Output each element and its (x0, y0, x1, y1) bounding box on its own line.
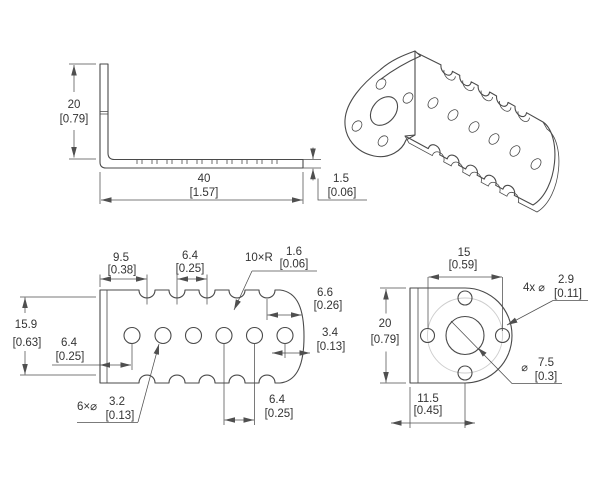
dim-end-height: 20 [0.79] (371, 287, 406, 384)
end-center-hole (445, 315, 485, 356)
end-center-hole-mm: 7.5 (538, 357, 554, 369)
side-height-in: [0.79] (60, 114, 89, 126)
dim-end-bolt-spacing: 15 [0.59] (427, 247, 503, 331)
flat-width-in: [0.63] (13, 337, 42, 349)
flat-hole-to-end-mm: 3.4 (322, 327, 339, 339)
end-height-in: [0.79] (371, 334, 400, 346)
side-length-in: [1.57] (190, 187, 219, 199)
iso-arm-face (404, 52, 556, 206)
end-mount-hole (457, 290, 473, 306)
flat-edge-to-hole-in: [0.25] (56, 351, 85, 363)
end-height-mm: 20 (379, 318, 392, 330)
end-mount-hole-in: [0.11] (554, 288, 582, 300)
flat-notch-to-end-mm: 6.6 (317, 287, 333, 299)
dim-side-height: 20 [0.79] (60, 63, 96, 160)
end-center-hole-in: [0.3] (535, 371, 557, 383)
flat-hole (154, 326, 172, 345)
dim-flat-hole-dia: 6×⌀ 3.2 [0.13] (77, 343, 160, 423)
side-view: 20 [0.79] 40 [1.57] 1.5 [0.06] (60, 63, 367, 204)
flat-view: 9.5 [0.38] 6.4 [0.25] 10×R 1.6 [0.06] 6.… (13, 246, 345, 425)
side-height-mm: 20 (68, 99, 81, 111)
flat-notch-radius-mm: 1.6 (286, 246, 302, 258)
flat-notch-pitch-in: [0.25] (176, 263, 205, 275)
flat-hole (184, 326, 203, 345)
iso-center-hole (369, 96, 399, 126)
iso-flange-face (344, 50, 416, 158)
flat-notch-radius-in: [0.06] (280, 259, 309, 271)
flat-notch-pitch-mm: 6.4 (182, 250, 199, 262)
side-profile-outline (99, 63, 304, 169)
end-center-hole-dia-symbol: ⌀ (521, 362, 528, 374)
flat-width-mm: 15.9 (15, 319, 37, 331)
side-length-mm: 40 (198, 173, 211, 185)
iso-flange-hole (402, 92, 414, 104)
flat-hole-dia-mm: 3.2 (109, 396, 125, 408)
dim-end-center-hole: ⌀ 7.5 [0.3] (450, 320, 562, 384)
iso-flange-thickness-edge (380, 50, 422, 80)
iso-notch-inner-walls (443, 69, 530, 122)
dim-end-mount-holes: 4x ⌀ 2.9 [0.11] (506, 274, 588, 326)
dim-flat-edge-to-hole: 6.4 [0.25] (52, 337, 133, 370)
dim-flat-notch-to-end: 6.6 [0.26] (266, 287, 343, 320)
end-bolt-circle (427, 297, 503, 374)
flat-hole-pitch-in: [0.25] (265, 408, 294, 420)
iso-arm-hole (488, 133, 500, 145)
dim-side-length: 40 [1.57] (99, 172, 304, 204)
flat-hole (123, 326, 141, 345)
flat-notch-radius-label: 10×R (245, 252, 273, 264)
dim-flat-notch-pitch: 6.4 [0.25] (176, 250, 208, 305)
side-bar-slot-ticks (136, 159, 278, 164)
flat-edge-to-notch-mm: 9.5 (113, 252, 129, 264)
flat-hole-pitch-mm: 6.4 (269, 394, 286, 406)
end-mount-hole (419, 327, 436, 344)
flat-hole (276, 326, 294, 345)
dim-flat-hole-to-end: 3.4 [0.13] (272, 327, 345, 358)
iso-flange-hole (375, 78, 387, 90)
flat-hole (245, 326, 264, 345)
flat-outline (99, 289, 305, 384)
iso-arm-hole (468, 121, 480, 133)
end-view: 15 [0.59] 20 [0.79] 4x ⌀ 2.9 [0.11] ⌀ 7.… (371, 247, 588, 428)
end-mount-hole-count: 4x (523, 282, 535, 294)
iso-arm-hole (447, 109, 459, 121)
iso-arm-hole (530, 158, 542, 170)
end-mount-hole (457, 365, 473, 381)
side-leg-slot-ticks (100, 111, 108, 115)
end-outline (409, 287, 513, 384)
flat-edge-to-notch-in: [0.38] (108, 265, 137, 277)
end-mount-hole-mm: 2.9 (558, 274, 574, 286)
iso-arm-thickness-rim (404, 121, 560, 213)
dim-flat-notch-radius: 10×R 1.6 [0.06] (233, 246, 317, 311)
flat-hole-dia-in: [0.13] (106, 410, 135, 422)
flat-hole (215, 326, 233, 345)
flat-hole-to-end-in: [0.13] (317, 341, 346, 353)
dim-flat-hole-pitch: 6.4 [0.25] (223, 344, 294, 425)
iso-flange-hole (377, 135, 389, 147)
side-thickness-in: [0.06] (328, 187, 357, 199)
dim-flat-width: 15.9 [0.63] (13, 296, 96, 376)
end-bolt-spacing-mm: 15 (458, 247, 471, 259)
flat-notch-to-end-in: [0.26] (314, 300, 343, 312)
iso-arm-hole (427, 97, 439, 109)
dim-side-thickness: 1.5 [0.06] (303, 147, 367, 201)
iso-arm-hole (509, 145, 521, 157)
iso-flange-hole (351, 120, 363, 132)
flat-hole-dia-label: 6×⌀ (77, 401, 97, 413)
end-center-offset-mm: 11.5 (417, 393, 439, 405)
iso-view (344, 50, 560, 213)
side-thickness-mm: 1.5 (333, 173, 349, 185)
end-center-offset-in: [0.45] (414, 405, 443, 417)
dim-end-center-offset: 11.5 [0.45] (391, 383, 475, 428)
flat-edge-to-hole-mm: 6.4 (61, 337, 78, 349)
end-mount-hole-dia-symbol: ⌀ (538, 282, 545, 294)
dim-flat-edge-to-notch: 9.5 [0.38] (99, 252, 148, 305)
end-bolt-spacing-in: [0.59] (449, 260, 478, 272)
